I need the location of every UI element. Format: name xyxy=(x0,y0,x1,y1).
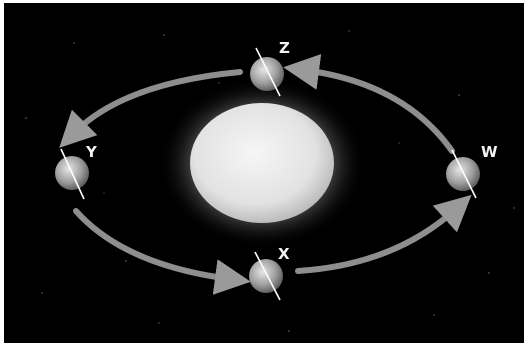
sun-icon xyxy=(190,103,334,223)
earth-icon xyxy=(249,259,283,293)
sun xyxy=(158,78,366,248)
orbit-diagram: Z Y X W xyxy=(4,3,524,343)
earth-position-x: X xyxy=(249,245,290,300)
orbit-diagram-canvas: Z Y X W xyxy=(4,3,524,343)
position-label-x: X xyxy=(278,245,290,263)
earth-icon xyxy=(446,157,480,191)
position-label-y: Y xyxy=(85,143,98,161)
earth-position-y: Y xyxy=(55,143,98,199)
position-label-w: W xyxy=(481,143,498,161)
position-label-z: Z xyxy=(279,39,290,57)
earth-icon xyxy=(250,57,284,91)
